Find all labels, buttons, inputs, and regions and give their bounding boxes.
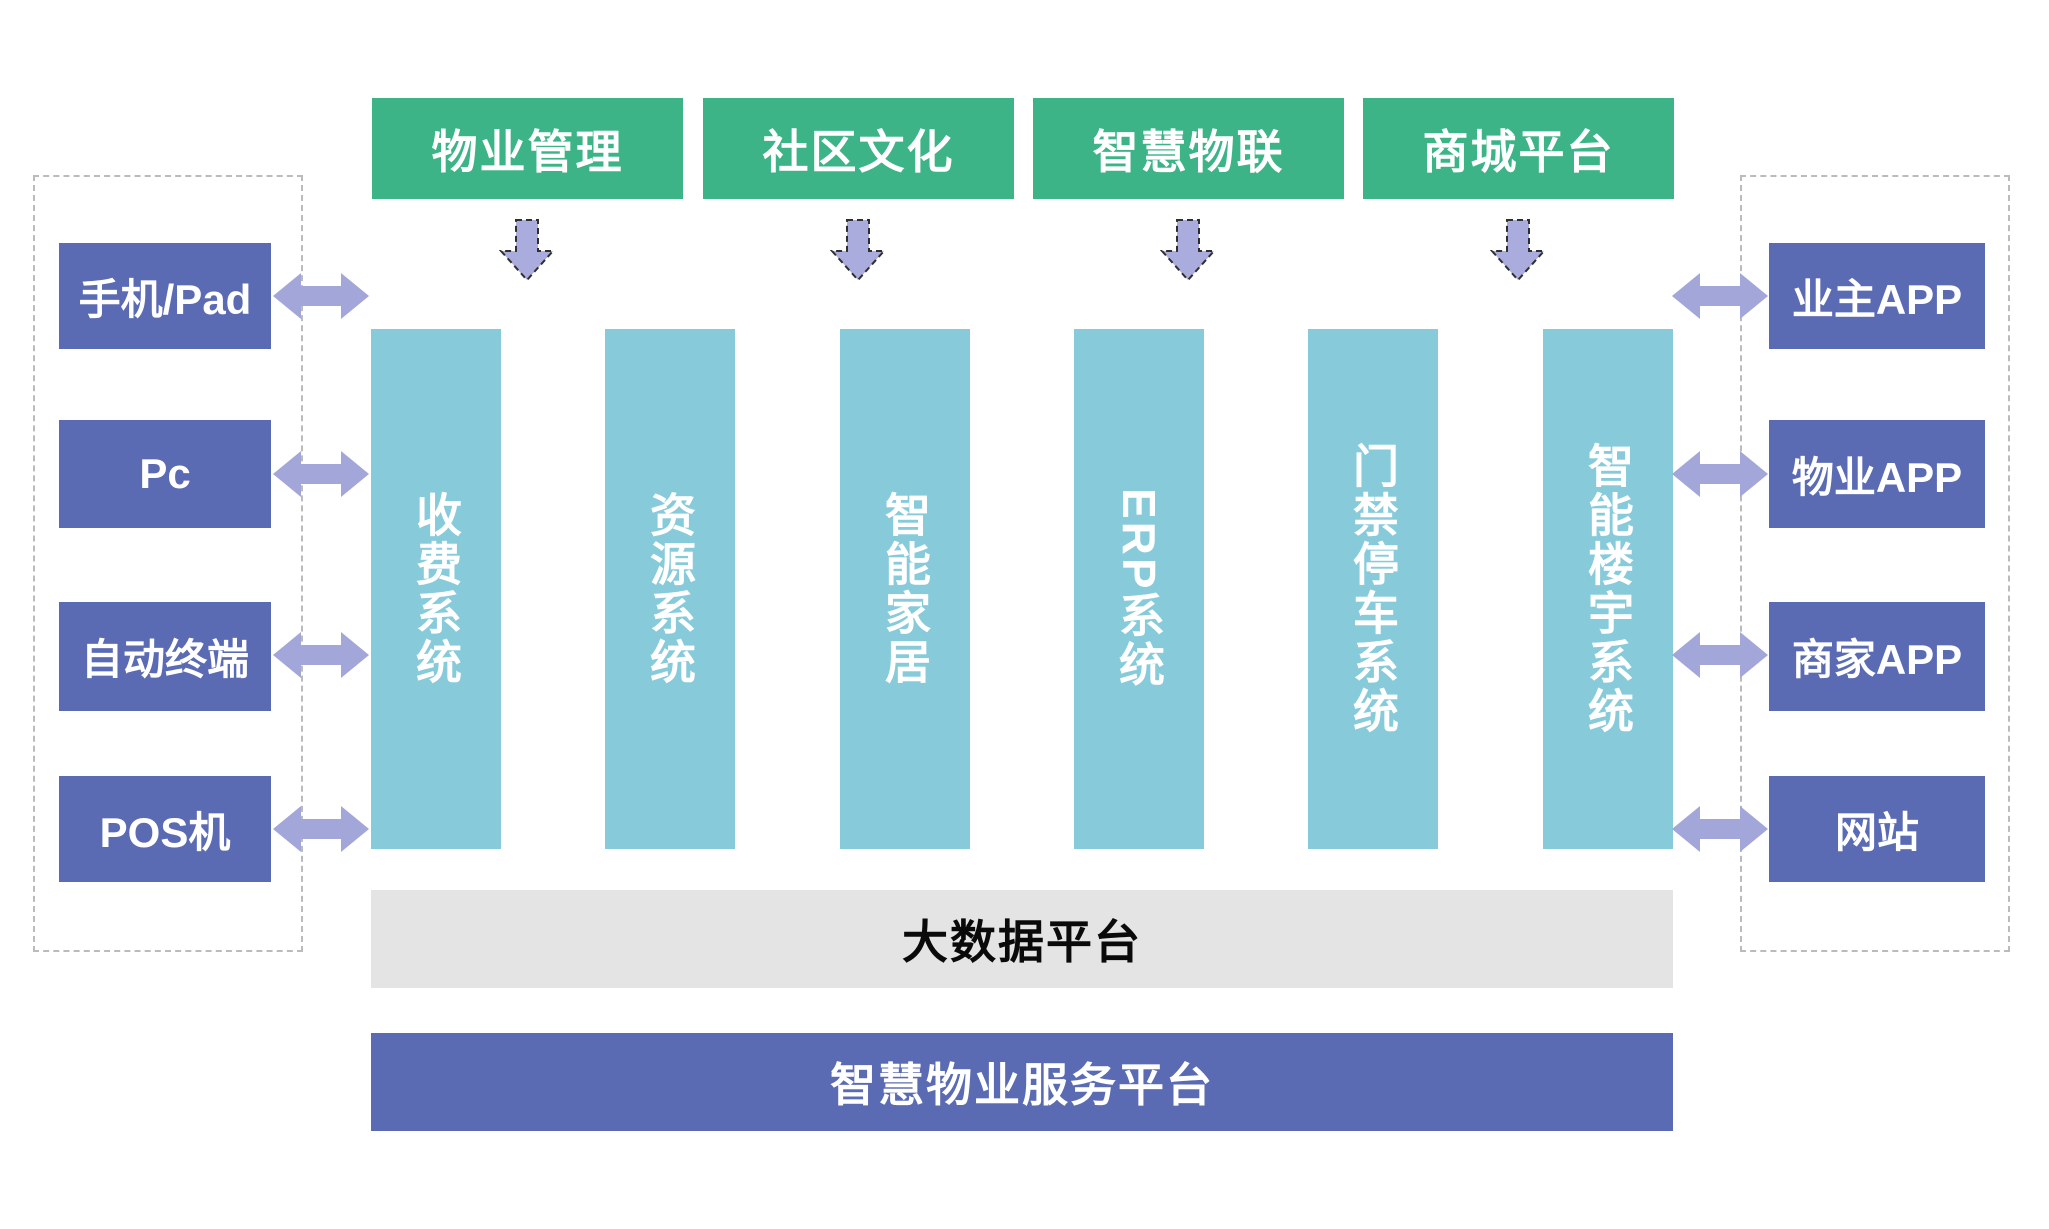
left-right-arrow-icon [271,270,371,322]
left-right-arrow-icon [1670,629,1770,681]
terminal-phone-pad: 手机/Pad [59,243,271,349]
down-arrow-icon [1160,218,1216,282]
left-right-arrow-icon [271,448,371,500]
system-smart-building: 智能楼宇系统 [1543,329,1673,849]
system-smart-home: 智能家居 [840,329,970,849]
down-arrow-icon [830,218,886,282]
big-data-platform-bar: 大数据平台 [371,890,1673,988]
app-merchant: 商家APP [1769,602,1985,711]
system-label: 智能家居 [879,491,931,687]
app-property: 物业APP [1769,420,1985,528]
terminal-label: POS机 [99,808,231,856]
system-access-parking: 门禁停车系统 [1308,329,1438,849]
module-smart-iot: 智慧物联 [1033,98,1344,199]
system-label: ERP系统 [1113,488,1165,690]
left-right-arrow-icon [1670,270,1770,322]
right-apps-panel [1740,175,2010,952]
left-terminals-panel [33,175,303,952]
big-data-platform-label: 大数据平台 [902,916,1142,968]
terminal-auto-kiosk: 自动终端 [59,602,271,711]
terminal-label: 自动终端 [80,636,249,683]
terminal-pos: POS机 [59,776,271,882]
system-label: 智能楼宇系统 [1582,442,1634,736]
service-platform-label: 智慧物业服务平台 [830,1059,1214,1111]
app-owner: 业主APP [1769,243,1985,349]
module-mall-platform: 商城平台 [1363,98,1674,199]
module-label: 智慧物联 [1092,125,1285,178]
module-label: 商城平台 [1422,125,1615,178]
app-label: 业主APP [1791,275,1963,323]
system-label: 门禁停车系统 [1347,442,1399,736]
app-label: 商家APP [1791,636,1963,683]
terminal-label: Pc [139,450,191,497]
app-label: 物业APP [1791,453,1963,501]
left-right-arrow-icon [1670,803,1770,855]
system-label: 资源系统 [644,491,696,687]
module-community-culture: 社区文化 [703,98,1014,199]
system-label: 收费系统 [410,491,462,687]
terminal-pc: Pc [59,420,271,528]
down-arrow-icon [1490,218,1546,282]
down-arrow-icon [499,218,555,282]
terminal-label: 手机/Pad [78,275,252,323]
left-right-arrow-icon [1670,448,1770,500]
system-resource: 资源系统 [605,329,735,849]
left-right-arrow-icon [271,803,371,855]
system-charging: 收费系统 [371,329,501,849]
app-label: 网站 [1834,808,1919,856]
left-right-arrow-icon [271,629,371,681]
service-platform-bar: 智慧物业服务平台 [371,1033,1673,1131]
system-erp: ERP系统 [1074,329,1204,849]
module-label: 社区文化 [762,125,955,178]
app-website: 网站 [1769,776,1985,882]
module-property-management: 物业管理 [372,98,683,199]
module-label: 物业管理 [431,125,624,178]
